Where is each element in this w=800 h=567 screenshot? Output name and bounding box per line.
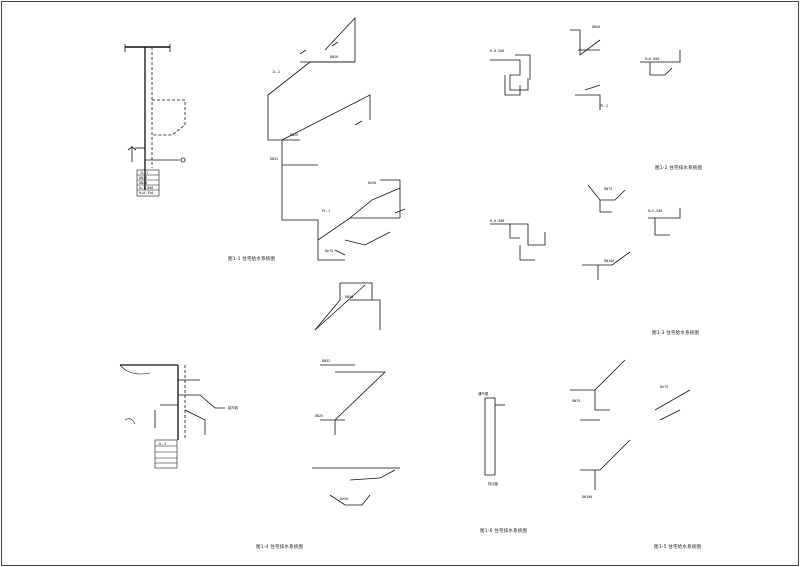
- detail-diagrams-g: [484, 359, 691, 490]
- detail-diagrams-d: [490, 184, 681, 280]
- label-jl3: JL-3: [158, 442, 166, 446]
- label-dn25-a: DN25: [139, 181, 147, 185]
- label-dn100-d: DN100: [604, 259, 614, 263]
- label-h2: H+0.350: [139, 191, 153, 195]
- label-drain: 排出管: [488, 481, 499, 486]
- caption-6: 图1-6 住宅排水系统图: [480, 529, 528, 534]
- label-dn50-c: DN50: [592, 25, 600, 29]
- label-pl2: PL-2: [600, 104, 608, 108]
- label-dn25-f: DN25: [315, 414, 323, 418]
- label-jl2: JL-2: [272, 70, 280, 74]
- label-dn32-f: DN32: [322, 359, 330, 363]
- label-vent: 通气帽: [478, 391, 489, 396]
- label-de75: De75: [325, 249, 333, 253]
- label-de75-g: De75: [660, 385, 668, 389]
- label-h5: H+2.500: [648, 209, 662, 213]
- label-dn100-g: DN100: [582, 495, 592, 499]
- isometric-diagram-f: [312, 282, 400, 506]
- label-h1: H+1.000: [139, 186, 153, 190]
- label-jl1: JL-1: [140, 171, 148, 175]
- caption-5: 图1-5 住宅给水系统图: [654, 545, 702, 550]
- detail-diagrams-c: [490, 29, 681, 110]
- label-supply: 接市政: [228, 405, 239, 410]
- caption-4: 图1-4 住宅排水系统图: [256, 545, 304, 550]
- label-dn75-d: DN75: [604, 187, 612, 191]
- label-dn75-g: DN75: [572, 399, 580, 403]
- label-dn20-b: DN20: [330, 55, 338, 59]
- caption-3: 图1-3 住宅给水系统图: [652, 331, 700, 336]
- riser-diagram-a: [124, 44, 186, 197]
- label-h4: H+0.800: [645, 57, 659, 61]
- label-lvl: H-0.300: [490, 219, 504, 223]
- label-de50-f: De50: [340, 497, 348, 501]
- riser-diagram-e: [119, 364, 225, 469]
- label-h3: H-0.500: [490, 49, 504, 53]
- label-de50: De50: [368, 181, 376, 185]
- label-dn32-a: DN32: [139, 176, 147, 180]
- label-pl1: PL-1: [322, 209, 330, 213]
- label-dn50-f: DN50: [345, 295, 353, 299]
- label-dn32-b: DN32: [270, 157, 278, 161]
- caption-1: 图1-1 住宅给水系统图: [228, 257, 276, 262]
- label-dn25-b: DN25: [290, 133, 298, 137]
- isometric-diagram-b: [267, 16, 406, 261]
- caption-2: 图1-2 住宅排水系统图: [655, 166, 703, 171]
